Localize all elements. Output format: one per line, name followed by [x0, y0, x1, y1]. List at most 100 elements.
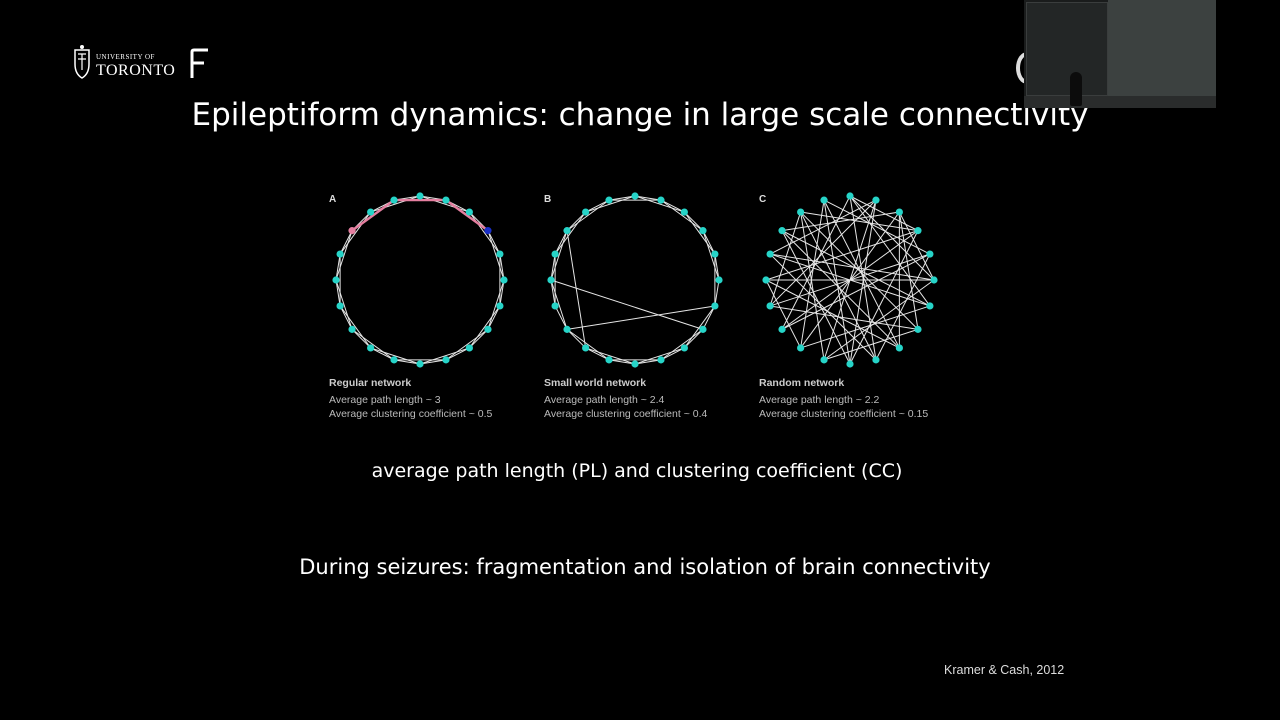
network-node: [715, 276, 723, 284]
network-edge: [335, 279, 341, 307]
small-world-network-nodes: [547, 192, 723, 368]
network-node: [442, 356, 450, 364]
camera-chalkboard: [1026, 2, 1108, 96]
network-node: [657, 196, 665, 204]
highlighted-path-edge: [351, 199, 395, 232]
network-figure: A Regular network Average path length ~ …: [320, 180, 960, 430]
network-node: [496, 302, 504, 310]
network-node: [336, 302, 344, 310]
network-edge: [765, 279, 802, 349]
network-node: [551, 250, 559, 258]
network-edge: [660, 347, 685, 361]
small-world-network-edges: [550, 195, 720, 365]
network-node: [895, 344, 903, 352]
slide-subtitle: average path length (PL) and clustering …: [0, 460, 1280, 482]
network-edge: [714, 279, 720, 307]
network-node: [582, 208, 590, 216]
network-edge: [339, 305, 353, 330]
network-node: [496, 250, 504, 258]
network-edge: [781, 253, 931, 330]
panel-letter-b: B: [544, 194, 552, 205]
network-node: [846, 192, 854, 200]
network-edge: [800, 211, 877, 361]
network-edge: [702, 305, 716, 330]
network-node: [416, 360, 424, 368]
network-node: [711, 302, 719, 310]
network-node: [582, 344, 590, 352]
network-edge: [769, 211, 802, 307]
network-edge: [781, 230, 851, 365]
network-edge: [351, 328, 395, 361]
random-network-edges: [765, 195, 935, 365]
network-node: [484, 325, 492, 333]
small-world-network-diagram: [547, 192, 723, 368]
panel-random-network: C Random network Average path length ~ 2…: [750, 180, 950, 430]
faculty-f-icon: [190, 48, 208, 78]
network-node: [367, 208, 375, 216]
speaker-camera-inset: [1024, 0, 1216, 108]
network-edge: [554, 230, 568, 255]
network-node: [465, 344, 473, 352]
network-edge: [800, 305, 931, 349]
network-edge: [469, 329, 489, 349]
network-node: [631, 360, 639, 368]
network-node: [605, 196, 613, 204]
network-edge: [823, 200, 851, 365]
network-edge: [823, 279, 935, 361]
network-edge: [714, 253, 720, 281]
network-node: [657, 356, 665, 364]
network-edge: [702, 230, 720, 281]
network-edge: [770, 253, 935, 281]
network-edge: [419, 347, 470, 365]
regular-network-diagram: [332, 192, 508, 368]
network-node: [699, 325, 707, 333]
network-edge: [634, 347, 685, 365]
panel-name-random: Random network: [759, 377, 845, 389]
network-edge: [445, 347, 470, 361]
network-node: [820, 356, 828, 364]
network-node: [797, 208, 805, 216]
network-node: [484, 227, 492, 235]
network-node: [778, 227, 786, 235]
network-edge: [370, 195, 421, 213]
network-edge: [566, 329, 586, 349]
network-edge: [335, 279, 353, 330]
camera-speaker-figure: [1070, 72, 1082, 106]
panel-stat-clustering: Average clustering coefficient ~ 0.4: [544, 408, 708, 420]
network-edge: [823, 199, 931, 255]
network-edge: [684, 329, 704, 349]
network-node: [631, 192, 639, 200]
network-edge: [769, 253, 877, 361]
network-edge: [339, 211, 372, 255]
network-edge: [566, 211, 586, 231]
network-edge: [468, 305, 501, 349]
slide-title: Epileptiform dynamics: change in large s…: [191, 97, 1089, 133]
panel-stat-clustering: Average clustering coefficient ~ 0.5: [329, 408, 493, 420]
network-node: [390, 356, 398, 364]
network-edge: [849, 200, 877, 365]
network-edge: [898, 211, 935, 281]
slide-citation: Kramer & Cash, 2012: [944, 663, 1065, 677]
network-node: [711, 250, 719, 258]
network-node: [605, 356, 613, 364]
network-edge: [823, 199, 900, 349]
network-node: [926, 302, 934, 310]
network-edge: [550, 279, 568, 330]
panel-stat-path-length: Average path length ~ 2.4: [544, 394, 665, 406]
network-node: [563, 325, 571, 333]
panel-letter-c: C: [759, 194, 767, 205]
slide-statement: During seizures: fragmentation and isola…: [299, 555, 991, 579]
network-edge: [634, 359, 662, 365]
network-edge: [684, 211, 704, 231]
network-node: [778, 325, 786, 333]
network-node: [762, 276, 770, 284]
network-edge: [499, 279, 505, 307]
network-edge: [608, 359, 636, 365]
logo-university-name: TORONTO: [96, 62, 176, 79]
network-node: [332, 276, 340, 284]
network-edge: [487, 230, 505, 281]
shortcut-edge: [566, 305, 715, 330]
network-node: [872, 356, 880, 364]
slide-subtitle-text: average path length (PL) and clustering …: [371, 460, 903, 482]
panel-name-regular: Regular network: [329, 377, 412, 389]
